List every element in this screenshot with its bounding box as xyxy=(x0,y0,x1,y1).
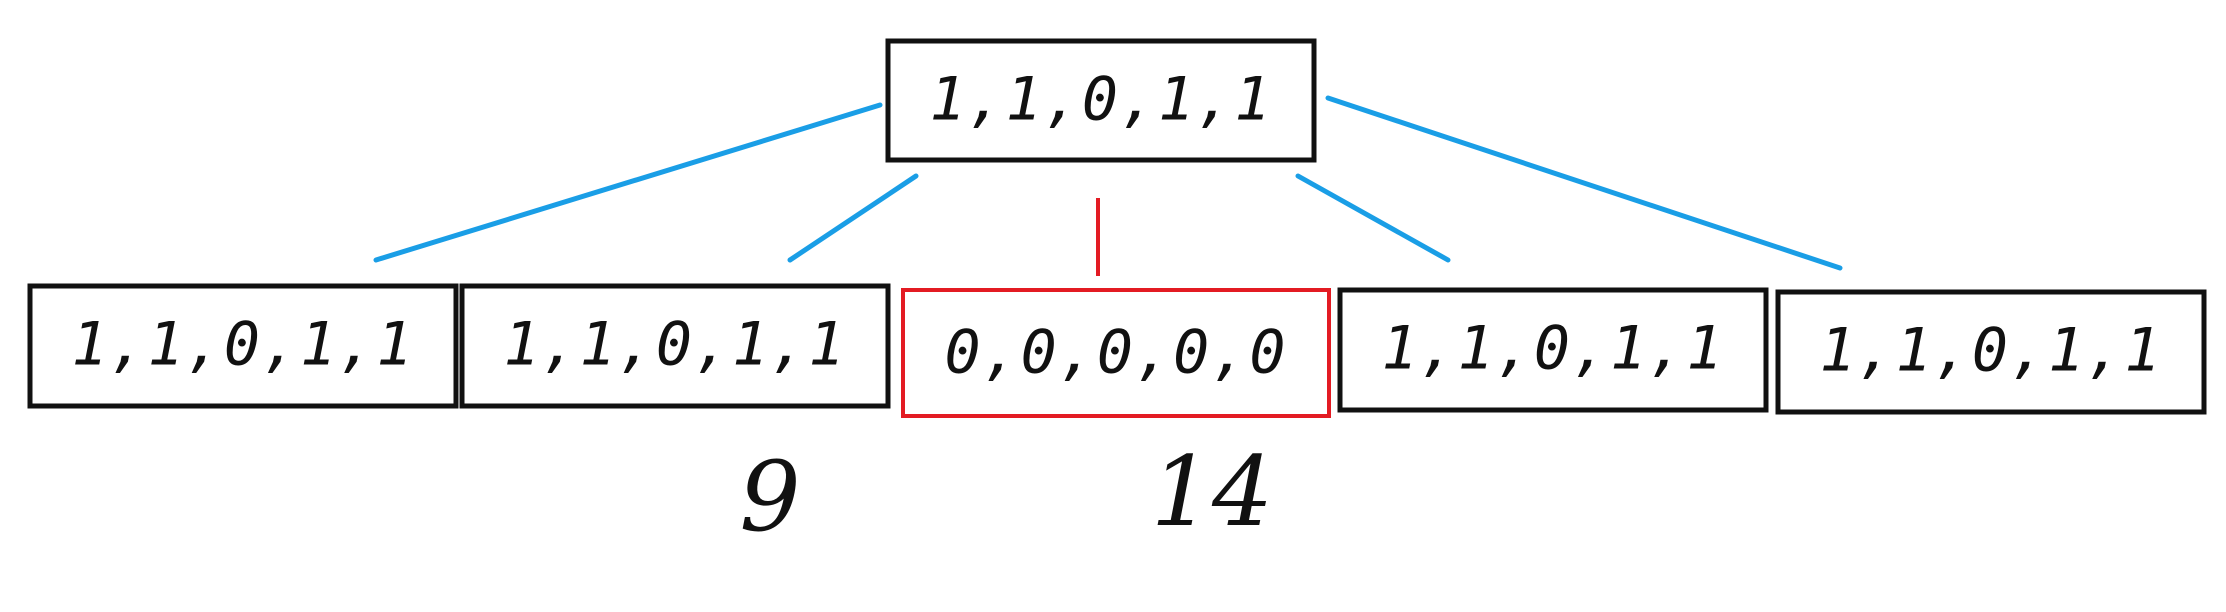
annotation-left-value: 9 xyxy=(739,441,800,553)
edge-4 xyxy=(1295,173,1451,263)
edge-5 xyxy=(1325,95,1843,271)
child-node-4-box xyxy=(1337,287,1769,413)
root-node-box xyxy=(885,38,1317,163)
root-node: 1,1,0,1,1 xyxy=(885,38,1317,163)
annotation-right-value: 14 xyxy=(1151,436,1273,548)
child-node-4-label: 1,1,0,1,1 xyxy=(1381,314,1724,384)
edge-2 xyxy=(787,173,919,263)
child-node-5: 1,1,0,1,1 xyxy=(1775,289,2207,415)
child-node-4: 1,1,0,1,1 xyxy=(1337,287,1769,413)
child-node-3-highlighted: 0,0,0,0,0 xyxy=(901,288,1331,418)
child-node-1-box xyxy=(27,283,459,409)
child-node-1: 1,1,0,1,1 xyxy=(27,283,459,409)
child-node-3-label: 0,0,0,0,0 xyxy=(944,318,1287,388)
child-node-5-label: 1,1,0,1,1 xyxy=(1819,316,2162,386)
child-node-2-label: 1,1,0,1,1 xyxy=(503,310,846,380)
edge-1 xyxy=(373,102,883,263)
child-node-2: 1,1,0,1,1 xyxy=(459,283,891,409)
edges xyxy=(373,95,1843,276)
child-node-5-box xyxy=(1775,289,2207,415)
child-node-3-box xyxy=(901,288,1331,418)
root-node-label: 1,1,0,1,1 xyxy=(929,65,1272,135)
child-node-1-label: 1,1,0,1,1 xyxy=(71,310,414,380)
child-node-2-box xyxy=(459,283,891,409)
